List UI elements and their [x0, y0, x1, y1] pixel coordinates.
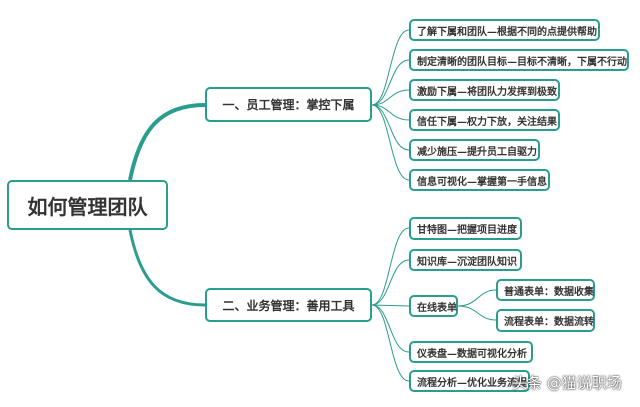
leaf-node[interactable]: 了解下属和团队—根据不同的点提供帮助 [409, 19, 600, 41]
leaf-node[interactable]: 甘特图—把握项目进度 [409, 217, 522, 240]
leaf-node-online-form[interactable]: 在线表单 [409, 295, 458, 317]
root-node[interactable]: 如何管理团队 [7, 180, 168, 230]
leaf-node[interactable]: 流程分析—优化业务流程 [409, 370, 530, 392]
branch-staff-management[interactable]: 一、员工管理：掌控下属 [205, 87, 372, 122]
sub-leaf-node[interactable]: 普通表单：数据收集 [496, 279, 595, 301]
leaf-node[interactable]: 减少施压—提升员工自驱力 [409, 139, 540, 161]
leaf-node[interactable]: 信任下属—权力下放，关注结果 [409, 109, 560, 131]
sub-leaf-node[interactable]: 流程表单：数据流转 [496, 309, 595, 332]
leaf-node[interactable]: 仪表盘—数据可视化分析 [409, 341, 533, 363]
root-link-1 [128, 103, 206, 181]
leaf-node[interactable]: 激励下属—将团队力发挥到极致 [409, 79, 560, 101]
leaf-node[interactable]: 知识库—沉淀团队知识 [409, 249, 522, 271]
watermark: 头条 @猫说职场 [512, 374, 622, 392]
branch-business-management[interactable]: 二、业务管理：善用工具 [205, 288, 372, 322]
leaf-node[interactable]: 制定清晰的团队目标—目标不清晰，下属不行动 [409, 49, 629, 71]
root-link-2 [128, 229, 206, 307]
leaf-node[interactable]: 信息可视化—掌握第一手信息 [409, 169, 550, 191]
